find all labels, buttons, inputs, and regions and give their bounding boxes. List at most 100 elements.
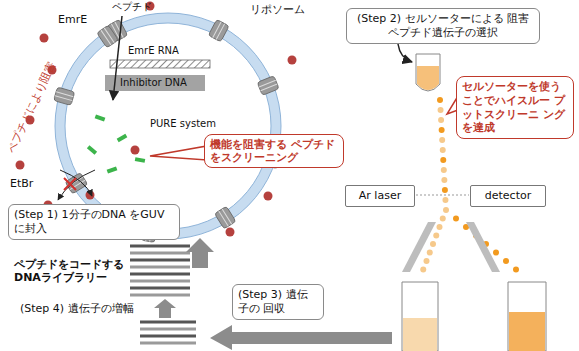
box-text: (Step 1) 1分子のDNA をGUVに封入: [14, 208, 174, 236]
droplet: [453, 216, 459, 222]
droplet: [433, 233, 439, 239]
rna-bar: [110, 60, 210, 68]
callout-tail: [150, 146, 207, 160]
liposome: [60, 18, 276, 234]
peptide: [87, 145, 97, 154]
emre-protein: [56, 92, 73, 97]
droplet: [438, 117, 444, 123]
emre-protein: [222, 209, 232, 224]
dna-library: [130, 294, 190, 297]
emre-protein: [97, 25, 119, 48]
step-box: (Step 1) 1分子のDNA をGUVに封入: [8, 204, 180, 240]
etbr-dot: [288, 56, 297, 65]
etbr-dot: [131, 146, 140, 155]
emre-protein: [101, 30, 111, 45]
dna-library: [130, 259, 190, 262]
dna-bar: [105, 75, 205, 91]
part-label: EmrE RNA: [128, 45, 179, 57]
emre-protein: [54, 87, 75, 105]
emre-protein: [54, 87, 75, 105]
droplet: [437, 224, 443, 230]
efflux-arrow: [58, 170, 95, 200]
droplet: [440, 216, 446, 222]
callout-box: セルソーターを使う ことでハイスルー プットスクリーニ ングを達成: [456, 76, 574, 139]
droplet: [442, 187, 448, 193]
sample-tube: [416, 54, 440, 91]
step-box: (Step 2) セルソーターによる 阻害ペプチド遺伝子の選択: [346, 8, 540, 44]
rna-bar: [110, 60, 210, 68]
dna-library: [130, 246, 196, 343]
droplet: [424, 258, 430, 264]
part-label: ペプチド: [112, 1, 152, 13]
emre-protein: [213, 22, 221, 38]
droplet: [440, 157, 446, 163]
box-text: セルソーターを使う ことでハイスルー プットスクリーニ ングを達成: [462, 80, 568, 135]
part-label: リポソーム: [250, 3, 305, 16]
droplet: [442, 197, 448, 203]
droplet: [437, 97, 443, 103]
dna-library: [140, 328, 196, 331]
droplet: [441, 167, 447, 173]
dna-library: [130, 252, 190, 255]
step-label: (Step 4) 遺伝子の増幅: [20, 302, 134, 315]
droplet: [430, 241, 436, 247]
flow-arrow: [154, 299, 176, 318]
box-text: Ar laser: [351, 189, 409, 203]
emre-protein: [104, 28, 114, 43]
collection-tube: [509, 312, 545, 351]
dna-library: [130, 287, 190, 290]
sample-tube: [398, 44, 440, 91]
dna-library: [130, 280, 190, 283]
deflection-plate: [402, 222, 436, 272]
droplet: [503, 258, 509, 264]
box-text: (Step 3) 遺伝子の 回収: [238, 288, 318, 316]
etbr-dot: [40, 34, 49, 43]
droplet: [440, 147, 446, 153]
laser-beam: [416, 194, 469, 195]
droplet: [439, 127, 445, 133]
emre-protein: [115, 22, 123, 38]
part-label: EtBr: [10, 177, 33, 190]
droplet: [493, 250, 499, 256]
collection-tube: [508, 282, 546, 351]
emre-protein: [257, 76, 279, 96]
peptide: [107, 166, 118, 173]
emre-protein: [215, 206, 236, 229]
collection-tube: [402, 282, 438, 351]
droplet: [427, 250, 433, 256]
dna-library: [140, 335, 196, 338]
liposome: [65, 23, 271, 229]
droplet: [513, 267, 519, 273]
efflux-arrow: [58, 170, 95, 200]
deflection-plate: [466, 222, 500, 272]
emre-protein: [208, 19, 229, 41]
emre-protein: [55, 96, 72, 101]
emre-protein: [257, 76, 279, 96]
callout-box: 機能を阻害する ペプチドをスクリーニング: [204, 134, 344, 168]
emre-protein: [215, 206, 236, 229]
peptide: [95, 114, 106, 121]
step-box: (Step 3) 遺伝子の 回収: [232, 284, 324, 320]
part-label: PURE system: [150, 118, 216, 130]
dna-library: [130, 273, 190, 276]
dna-library: [140, 321, 196, 324]
dna-library: [130, 245, 190, 248]
peptide: [135, 157, 146, 163]
emre-protein: [261, 84, 278, 91]
etbr-dot: [16, 2, 305, 237]
box-text: detector: [476, 189, 540, 203]
etbr-dot: [16, 161, 25, 170]
etbr-dot: [264, 192, 273, 201]
droplet: [439, 137, 445, 143]
laser-beam: [416, 195, 469, 196]
droplet: [441, 177, 447, 183]
flow-arrow: [154, 238, 392, 350]
dna-library: [130, 266, 190, 269]
droplet: [438, 107, 444, 113]
flow-arrow: [210, 325, 392, 350]
peptide: [117, 134, 128, 142]
peptide: [87, 114, 145, 173]
efflux-arrow: [60, 170, 92, 196]
part-label: Inhibitor DNA: [120, 77, 187, 89]
